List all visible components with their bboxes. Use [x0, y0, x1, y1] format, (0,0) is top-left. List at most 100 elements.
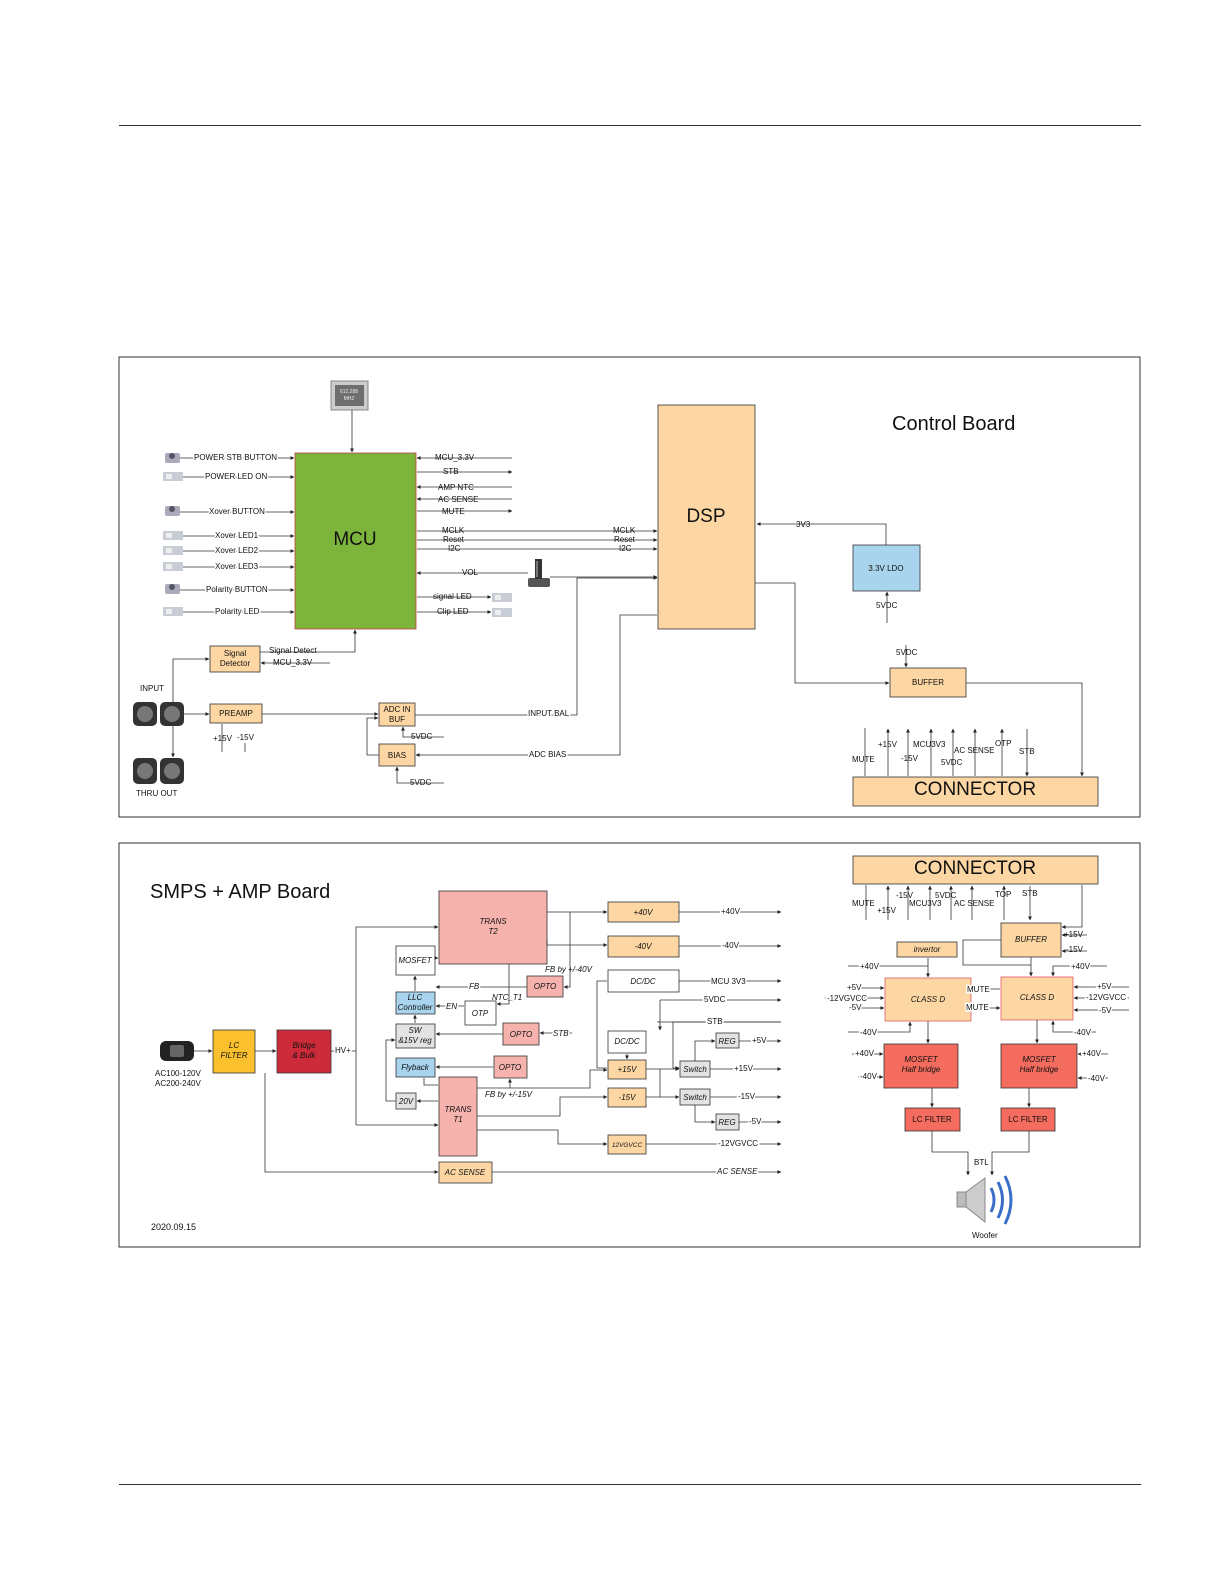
- xlr-input-icon: [133, 702, 184, 726]
- sig-xover-led1: Xover LED1: [215, 531, 259, 540]
- sw-reg-label-2: &15V reg: [398, 1036, 432, 1045]
- mosfet-hb-right: [1000, 1043, 1078, 1089]
- trans-t1-block: [438, 1076, 478, 1157]
- sig-xover-led3: Xover LED3: [215, 562, 259, 571]
- dcdc-bottom-block: [607, 1030, 647, 1054]
- buffer-label: BUFFER: [912, 678, 944, 687]
- opto-bottom-label: OPTO: [499, 1063, 522, 1072]
- adc-bias-label: ADC BIAS: [529, 750, 566, 759]
- mcu-block: [294, 452, 417, 630]
- sw-reg-label-1: SW: [409, 1026, 423, 1035]
- m15-out: -15V: [738, 1092, 756, 1101]
- ldo-out-label: 3V3: [796, 520, 811, 529]
- ntc-label: NTC_T1: [492, 993, 522, 1002]
- cdl-m12: -12VGVCC: [827, 994, 867, 1003]
- trans2-label-2: T2: [488, 927, 498, 936]
- amp-connector-block: [852, 855, 1099, 885]
- ac-inlet-icon: [160, 1041, 194, 1061]
- lc-filter-label-2: FILTER: [221, 1051, 248, 1060]
- dsp-reset: Reset: [614, 535, 636, 544]
- bridge-label-2: & Bulk: [292, 1051, 316, 1060]
- adc-5v-label: 5VDC: [411, 732, 433, 741]
- preamp-p15: +15V: [213, 734, 233, 743]
- lcf-right-label: LC FILTER: [1008, 1115, 1048, 1124]
- mcu3v3-out: MCU 3V3: [711, 977, 746, 986]
- lc-filter-right: [1000, 1107, 1056, 1132]
- xlr-thru-icon: [133, 758, 184, 784]
- classd-right-label: CLASS D: [1020, 993, 1054, 1002]
- mhbl-p40: +40V: [855, 1049, 875, 1058]
- sig-mcu33: MCU_3.3V: [435, 453, 475, 462]
- opto-mid-label: OPTO: [510, 1030, 533, 1039]
- sig-vol: VOL: [462, 568, 479, 577]
- trans1-label-1: TRANS: [444, 1105, 472, 1114]
- connector-pins: MUTE +15V -15V MCU3V3 5VDC AC SENSE OTP …: [852, 728, 1035, 777]
- lcf-left-label: LC FILTER: [912, 1115, 952, 1124]
- sig-reset: Reset: [443, 535, 465, 544]
- stb-out: STB: [707, 1017, 723, 1026]
- inverter-block: [896, 941, 958, 958]
- led-icon: [163, 562, 183, 571]
- dsp-i2c: I2C: [619, 544, 632, 553]
- control-connector-label: CONNECTOR: [914, 779, 1036, 800]
- volume-knob-icon: [528, 559, 550, 587]
- reg-top-block: [715, 1032, 740, 1049]
- trans-t2-block: [438, 890, 548, 965]
- led-icon: [163, 607, 183, 616]
- inverter-label: invertor: [914, 945, 941, 954]
- amp-pin-p15: +15V: [877, 906, 897, 915]
- mhb-right-1: MOSFET: [1022, 1055, 1056, 1064]
- led-icon: [492, 608, 512, 617]
- pin-otp: OTP: [995, 739, 1011, 748]
- p15-block: [607, 1059, 647, 1080]
- sig-power-led-on: POWER LED ON: [205, 472, 267, 481]
- mhbr-m40: -40V: [1088, 1074, 1106, 1083]
- cdl-p5: +5V: [847, 983, 862, 992]
- mosfet-block: [395, 945, 436, 976]
- mhbl-m40: -40V: [860, 1072, 878, 1081]
- cdl-m40: -40V: [860, 1028, 878, 1037]
- preamp-block: [209, 703, 263, 724]
- ac-in-2: AC200-240V: [155, 1079, 201, 1088]
- adc-buf-label-1: ADC IN: [383, 705, 410, 714]
- adc-buf-label-2: BUF: [389, 715, 405, 724]
- mosfet-hb-left: [883, 1043, 959, 1089]
- otp-block: [464, 1000, 497, 1026]
- switch-bottom-label: Switch: [683, 1093, 707, 1102]
- bridge-label-1: Bridge: [292, 1041, 316, 1050]
- sd-mcu33-label: MCU_3.3V: [273, 658, 313, 667]
- signal-detect-label: Signal Detect: [269, 646, 317, 655]
- woofer-label: Woofer: [972, 1231, 998, 1240]
- switch-top-label: Switch: [683, 1065, 707, 1074]
- amp-buf-m15: -15V: [1066, 945, 1084, 954]
- ldo-block: [852, 544, 921, 592]
- cdl-m5: -5V: [849, 1003, 862, 1012]
- fb15-label: FB by +/-15V: [485, 1090, 533, 1099]
- mhb-right-2: Half bridge: [1020, 1065, 1059, 1074]
- btl-label: BTL: [974, 1158, 989, 1167]
- date-label: 2020.09.15: [151, 1222, 196, 1232]
- pin-stb: STB: [1019, 747, 1035, 756]
- lc-filter-block: [212, 1029, 256, 1074]
- llc-label-2: Controller: [398, 1003, 433, 1012]
- sig-signal-led: signal LED: [433, 592, 472, 601]
- led-icon: [163, 546, 183, 555]
- ac-sense-block-label: AC SENSE: [444, 1168, 486, 1177]
- amp-pin-5vdc: 5VDC: [935, 891, 957, 900]
- input-bal-label: INPUT BAL: [528, 709, 570, 718]
- reg-bottom-label: REG: [718, 1118, 735, 1127]
- sig-xover-button: Xover BUTTON: [209, 507, 265, 516]
- preamp-m15: -15V: [237, 733, 255, 742]
- button-icon: [165, 506, 180, 516]
- hv-label: HV+: [335, 1046, 351, 1055]
- pin-mute: MUTE: [852, 755, 875, 764]
- opto-top-label: OPTO: [534, 982, 557, 991]
- opto-bottom-block: [493, 1055, 528, 1079]
- reg-top-label: REG: [718, 1037, 735, 1046]
- preamp-label: PREAMP: [219, 709, 253, 718]
- amp-pin-mute: MUTE: [852, 899, 875, 908]
- pin-p15: +15V: [878, 740, 898, 749]
- v12-block-label: 12VGVCC: [612, 1142, 643, 1149]
- v12-out: -12VGVCC: [718, 1139, 758, 1148]
- m15-block: [607, 1087, 647, 1108]
